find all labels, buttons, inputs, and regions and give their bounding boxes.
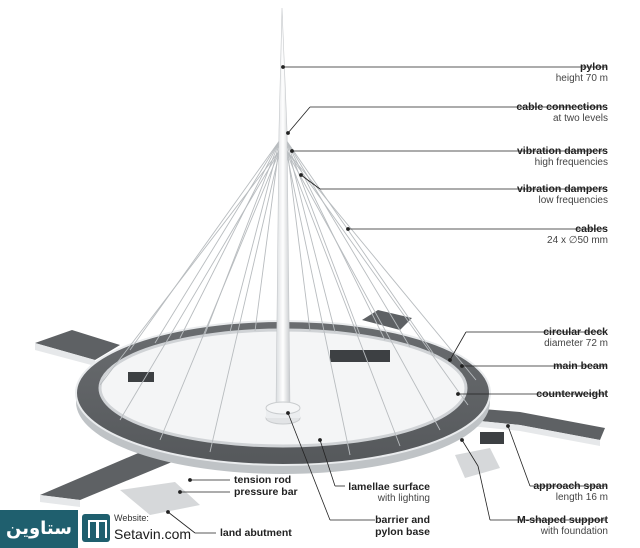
label-dampers-low-title: vibration dampers [516,183,608,195]
label-cables-title: cables [575,223,608,235]
label-main-beam-title: main beam [553,360,608,372]
label-barrier-title: barrier and [375,514,430,526]
label-main-beam: main beam [553,360,608,372]
label-cables-sub: 24 x ∅50 mm [547,235,608,246]
label-cable-connections-sub: at two levels [552,113,608,124]
cables [99,139,477,456]
label-counterweight-title: counterweight [536,388,608,400]
watermark: ستاوین Website: Setavin.com [0,510,200,548]
label-dampers-low: vibration dampers low frequencies [517,183,608,207]
label-cable-connections-title: cable connections [516,101,608,113]
label-approach-span-sub: length 16 m [555,492,608,503]
label-m-support-title: M-shaped support [517,514,608,526]
approach-spans [35,310,605,507]
watermark-website-label: Website: [114,513,149,523]
label-dampers-low-sub: low frequencies [538,195,608,206]
label-cable-connections: cable connections at two levels [516,101,608,125]
watermark-site: Setavin.com [114,526,192,542]
label-cables: cables 24 x ∅50 mm [547,223,608,247]
label-approach-span: approach span length 16 m [533,480,608,504]
label-circular-deck-title: circular deck [543,326,608,338]
label-m-support-sub: with foundation [540,526,608,537]
label-lamellae: lamellae surface with lighting [348,481,430,505]
label-counterweight: counterweight [536,388,608,400]
watermark-farsi: ستاوین [0,510,78,548]
leader-lines [166,65,606,534]
label-dampers-high-sub: high frequencies [534,157,608,168]
label-land-abutment: land abutment [220,527,292,539]
label-barrier: barrier and pylon base [375,514,430,538]
label-land-abutment-title: land abutment [220,527,292,539]
label-dampers-high-title: vibration dampers [516,145,608,157]
label-barrier-sub: pylon base [375,526,430,538]
label-pylon: pylon height 70 m [556,61,608,85]
label-circular-deck: circular deck diameter 72 m [543,326,608,350]
label-dampers-high: vibration dampers high frequencies [517,145,608,169]
label-m-support: M-shaped support with foundation [517,514,608,538]
label-pressure-bar-title: pressure bar [234,486,298,498]
label-lamellae-title: lamellae surface [348,481,430,493]
pylon [265,7,301,425]
label-pylon-title: pylon [580,61,608,73]
label-pressure-bar: pressure bar [234,486,298,498]
supports [120,350,504,515]
label-lamellae-sub: with lighting [377,493,430,504]
label-tension-rod: tension rod [234,474,291,486]
setavin-logo-icon [82,514,110,542]
label-approach-span-title: approach span [533,480,608,492]
label-circular-deck-sub: diameter 72 m [544,338,608,349]
label-pylon-sub: height 70 m [555,73,608,84]
label-tension-rod-title: tension rod [234,474,292,486]
